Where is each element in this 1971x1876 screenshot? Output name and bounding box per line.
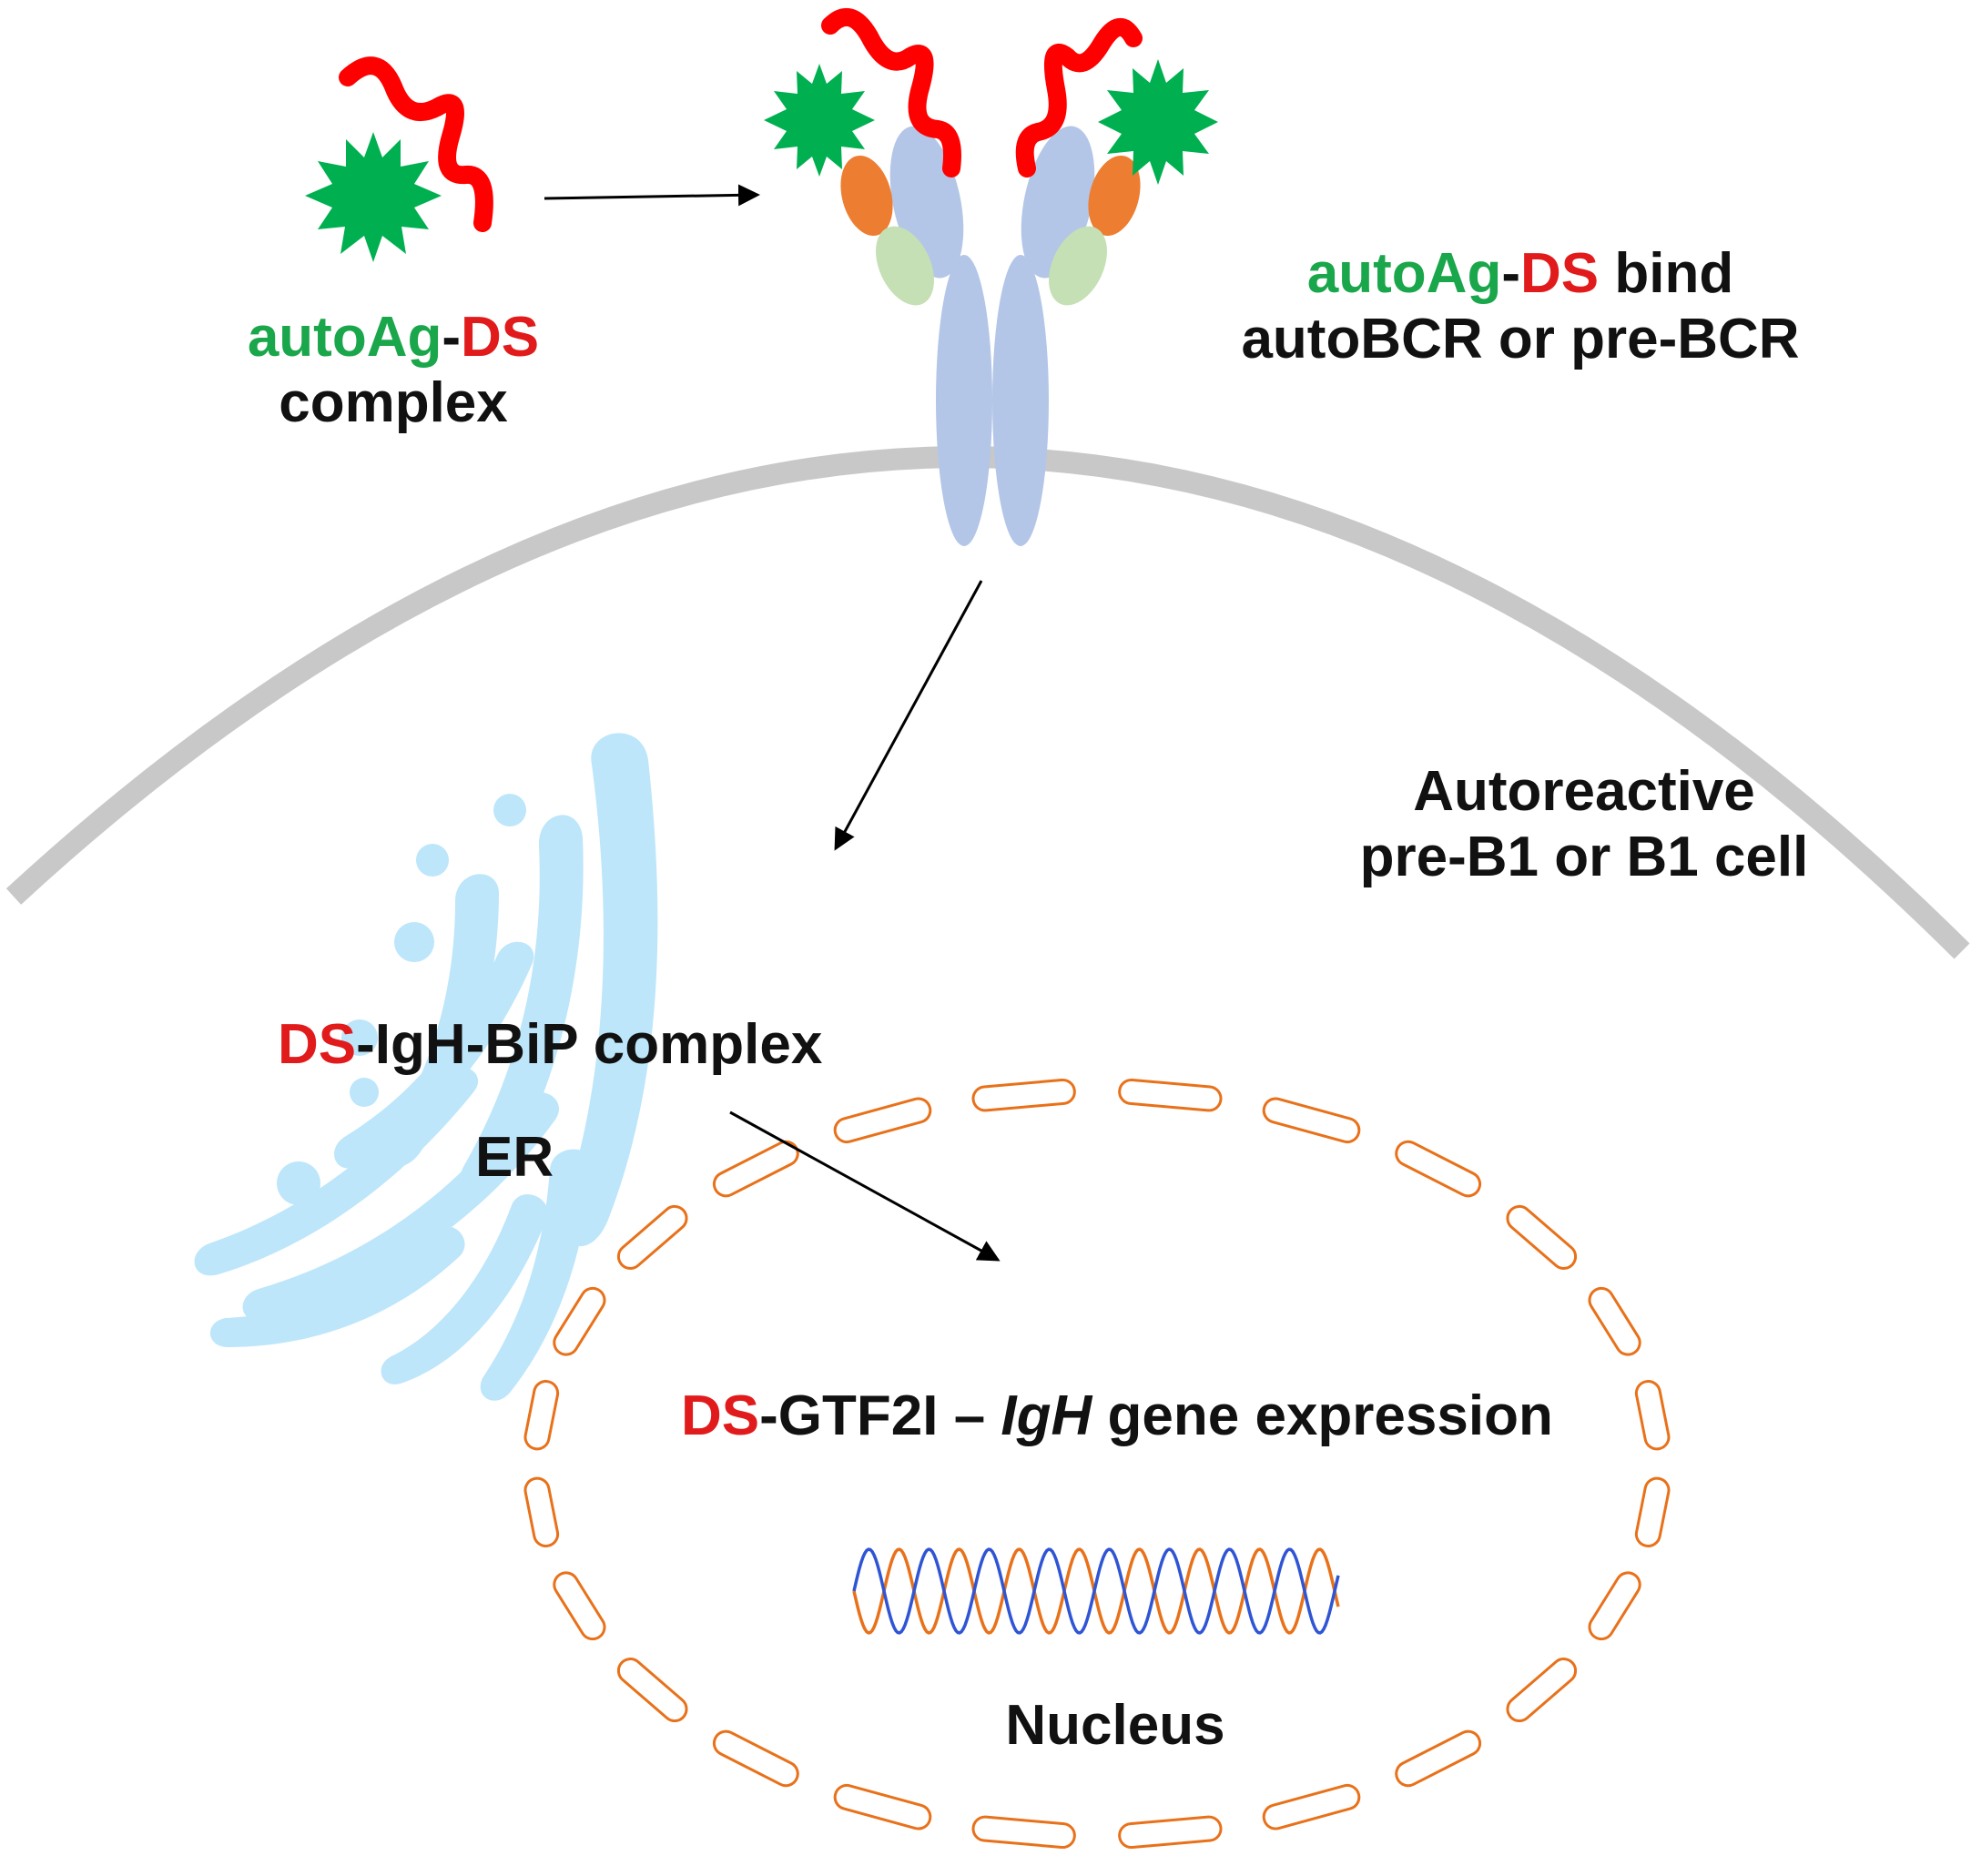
nuclear-envelope-segment	[971, 1815, 1076, 1850]
nuclear-envelope-segment	[1588, 1286, 1641, 1356]
label-gtf2i-expression: DS-GTF2I – IgH gene expression	[681, 1384, 1553, 1449]
label-gene-expression: gene expression	[1092, 1384, 1553, 1447]
label-autoreactive: Autoreactive	[1413, 760, 1755, 823]
nuclear-envelope-segment	[523, 1476, 560, 1547]
nuclear-envelope-segment	[1262, 1783, 1361, 1830]
nuclear-envelope-segment	[833, 1097, 932, 1144]
bound-antigen-right	[1015, 18, 1218, 185]
nuclear-envelope-segment	[712, 1729, 799, 1788]
label-nucleus: Nucleus	[1005, 1694, 1225, 1757]
nuclear-envelope-segment	[553, 1571, 606, 1641]
nuclear-envelope-segment	[1634, 1380, 1671, 1451]
nuclear-envelope-segment	[1118, 1815, 1223, 1850]
label-igh: IgH	[1001, 1384, 1092, 1447]
nuclear-envelope-segment	[1634, 1476, 1671, 1547]
label-cell-subtype: pre-B1 or B1 cell	[1359, 825, 1809, 888]
label-ds: DS	[681, 1384, 760, 1447]
nuclear-envelope-segment	[1588, 1571, 1641, 1641]
b-cell-receptor	[840, 126, 1141, 546]
label-receptor-types: autoBCR or pre-BCR	[1241, 307, 1800, 370]
label-ds: DS	[278, 1013, 357, 1076]
nuclear-envelope-segment	[1118, 1078, 1223, 1112]
autoag-ds-complex-free	[305, 56, 493, 262]
autoantigen-star-icon	[1098, 59, 1218, 185]
label-ds: DS	[461, 306, 540, 369]
autoantigen-star-icon	[305, 132, 442, 262]
bound-antigen-left	[764, 7, 961, 177]
label-dash: -	[442, 306, 462, 369]
nuclear-envelope-segment	[553, 1286, 606, 1356]
nuclear-envelope-segment	[971, 1078, 1076, 1112]
label-ds: DS	[1519, 242, 1600, 305]
label-cell-type: Autoreactive pre-B1 or B1 cell	[1293, 759, 1875, 890]
nuclear-envelope-segment	[712, 1140, 799, 1198]
arrow-binding	[544, 184, 760, 207]
label-bind: bind	[1599, 242, 1734, 305]
label-bind-receptor: autoAg-DS bind autoBCR or pre-BCR	[1174, 241, 1866, 372]
dna-strand-icon	[1015, 18, 1143, 177]
nuclear-envelope-segment	[616, 1204, 688, 1270]
nuclear-envelope	[523, 1078, 1671, 1850]
nuclear-envelope-segment	[1262, 1097, 1361, 1144]
label-complex: complex	[279, 370, 508, 434]
nuclear-envelope-segment	[1395, 1729, 1482, 1788]
dna-strand-icon	[821, 7, 961, 177]
nuclear-envelope-segment	[1395, 1140, 1482, 1198]
arrow-internalization	[834, 580, 983, 851]
endoplasmic-reticulum	[194, 733, 658, 1401]
dna-helix	[852, 1547, 1340, 1635]
nuclear-envelope-segment	[1506, 1204, 1578, 1270]
nuclear-envelope-segment	[833, 1783, 932, 1830]
label-gtf2i: -GTF2I –	[759, 1384, 1001, 1447]
nuclear-envelope-segment	[616, 1658, 688, 1723]
dna-strand-icon	[339, 56, 493, 232]
label-autoag: autoAg	[247, 306, 442, 369]
label-dash: -	[1501, 242, 1520, 305]
label-igh-bip: -IgH-BiP complex	[356, 1013, 823, 1076]
nuclear-envelope-segment	[523, 1380, 560, 1451]
cell-membrane	[5, 446, 1970, 959]
label-autoag: autoAg	[1306, 242, 1502, 305]
arrow-nuclear-signaling	[729, 1110, 1001, 1262]
nuclear-envelope-segment	[1506, 1658, 1578, 1723]
autoantigen-star-icon	[764, 64, 875, 177]
label-autoag-ds-complex: autoAg-DS complex	[211, 305, 575, 436]
label-er: ER	[475, 1126, 554, 1189]
label-bip-complex: DS-IgH-BiP complex	[278, 1012, 822, 1078]
